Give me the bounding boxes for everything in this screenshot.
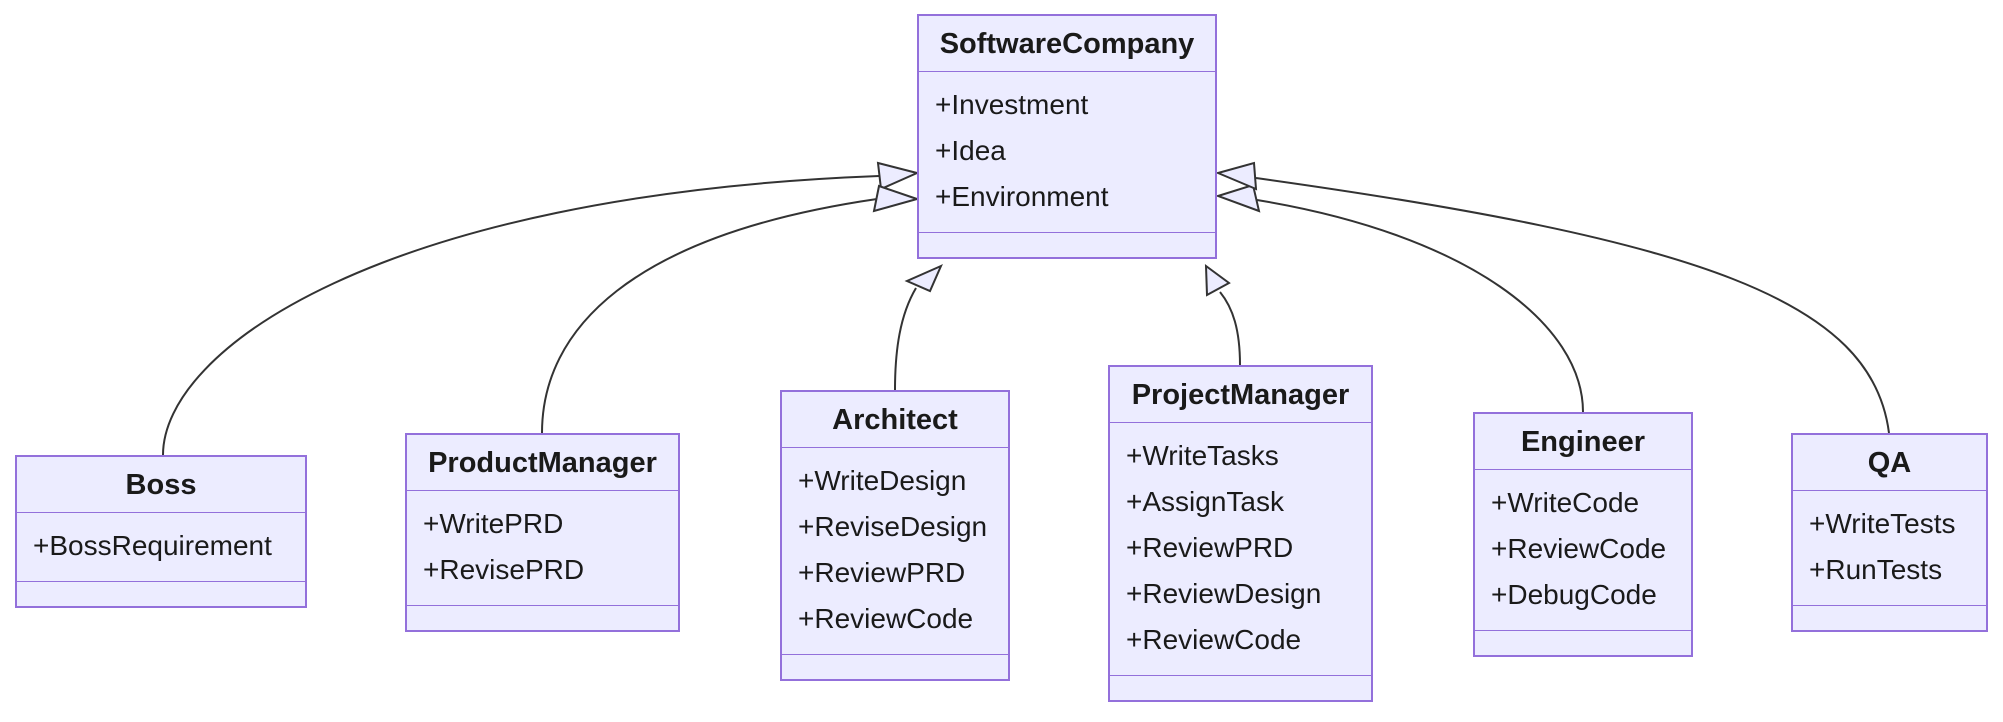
class-member: +AssignTask <box>1126 486 1284 517</box>
class-attributes-compartment: +Investment +Idea +Environment <box>919 72 1215 233</box>
edge-projectmanager-to-softwarecompany <box>1219 291 1241 366</box>
class-attributes-compartment: +WritePRD +RevisePRD <box>407 491 678 606</box>
class-title-architect: Architect <box>782 392 1008 448</box>
class-member: +ReviewCode <box>798 603 974 634</box>
class-member: +RevisePRD <box>423 554 585 585</box>
class-member: +WriteCode <box>1491 487 1640 518</box>
inheritance-arrowhead-qa <box>1214 161 1258 191</box>
class-attributes-compartment: +WriteTasks +AssignTask +ReviewPRD +ReviewD… <box>1110 423 1371 676</box>
class-title-productmanager: ProductManager <box>407 435 678 491</box>
inheritance-arrowhead-productmanager <box>872 184 921 213</box>
class-node-projectmanager: ProjectManager +WriteTasks +AssignTask +Rev… <box>1108 365 1373 702</box>
edge-engineer-to-softwarecompany <box>1256 199 1584 413</box>
class-node-qa: QA +WriteTests +RunTests <box>1791 433 1988 632</box>
class-member: +ReviseDesign <box>798 511 988 542</box>
class-member: +ReviewCode <box>1491 533 1667 564</box>
class-member: +WritePRD <box>423 508 564 539</box>
inheritance-arrowhead-engineer <box>1214 183 1261 213</box>
class-attributes-compartment: +BossRequirement <box>17 513 305 582</box>
class-member: +WriteDesign <box>798 465 967 496</box>
class-title-softwarecompany: SoftwareCompany <box>919 16 1215 72</box>
class-node-engineer: Engineer +WriteCode +ReviewCode +DebugCode <box>1473 412 1693 657</box>
class-member: +Investment <box>935 89 1089 120</box>
class-member: +BossRequirement <box>33 530 272 561</box>
class-member: +WriteTasks <box>1126 440 1279 471</box>
class-title-projectmanager: ProjectManager <box>1110 367 1371 423</box>
edge-qa-to-softwarecompany <box>1255 177 1890 434</box>
class-member: +ReviewDesign <box>1126 578 1322 609</box>
class-member: +Idea <box>935 135 1006 166</box>
class-title-qa: QA <box>1793 435 1986 491</box>
class-member: +RunTests <box>1809 554 1943 585</box>
class-methods-compartment-empty <box>919 233 1215 257</box>
class-title-boss: Boss <box>17 457 305 513</box>
class-node-boss: Boss +BossRequirement <box>15 455 307 608</box>
class-member: +WriteTests <box>1809 508 1956 539</box>
class-methods-compartment-empty <box>1110 676 1371 700</box>
edge-boss-to-softwarecompany <box>162 175 880 456</box>
class-methods-compartment-empty <box>17 582 305 606</box>
class-node-architect: Architect +WriteDesign +ReviseDesign +Revie… <box>780 390 1010 681</box>
inheritance-arrowhead-boss <box>876 161 921 191</box>
edge-productmanager-to-softwarecompany <box>541 198 878 434</box>
class-member: +DebugCode <box>1491 579 1657 610</box>
class-node-softwarecompany: SoftwareCompany +Investment +Idea +Environm… <box>917 14 1217 259</box>
class-methods-compartment-empty <box>782 655 1008 679</box>
class-methods-compartment-empty <box>407 606 678 630</box>
class-methods-compartment-empty <box>1475 631 1691 655</box>
class-attributes-compartment: +WriteTests +RunTests <box>1793 491 1986 606</box>
class-title-engineer: Engineer <box>1475 414 1691 470</box>
class-node-productmanager: ProductManager +WritePRD +RevisePRD <box>405 433 680 632</box>
class-member: +ReviewCode <box>1126 624 1302 655</box>
inheritance-arrowhead-architect <box>904 264 943 293</box>
edge-architect-to-softwarecompany <box>894 287 917 391</box>
class-member: +ReviewPRD <box>798 557 966 588</box>
class-member: +ReviewPRD <box>1126 532 1294 563</box>
class-methods-compartment-empty <box>1793 606 1986 630</box>
class-attributes-compartment: +WriteDesign +ReviseDesign +ReviewPRD +Revi… <box>782 448 1008 655</box>
class-attributes-compartment: +WriteCode +ReviewCode +DebugCode <box>1475 470 1691 631</box>
inheritance-arrowhead-projectmanager <box>1204 263 1231 297</box>
class-member: +Environment <box>935 181 1109 212</box>
